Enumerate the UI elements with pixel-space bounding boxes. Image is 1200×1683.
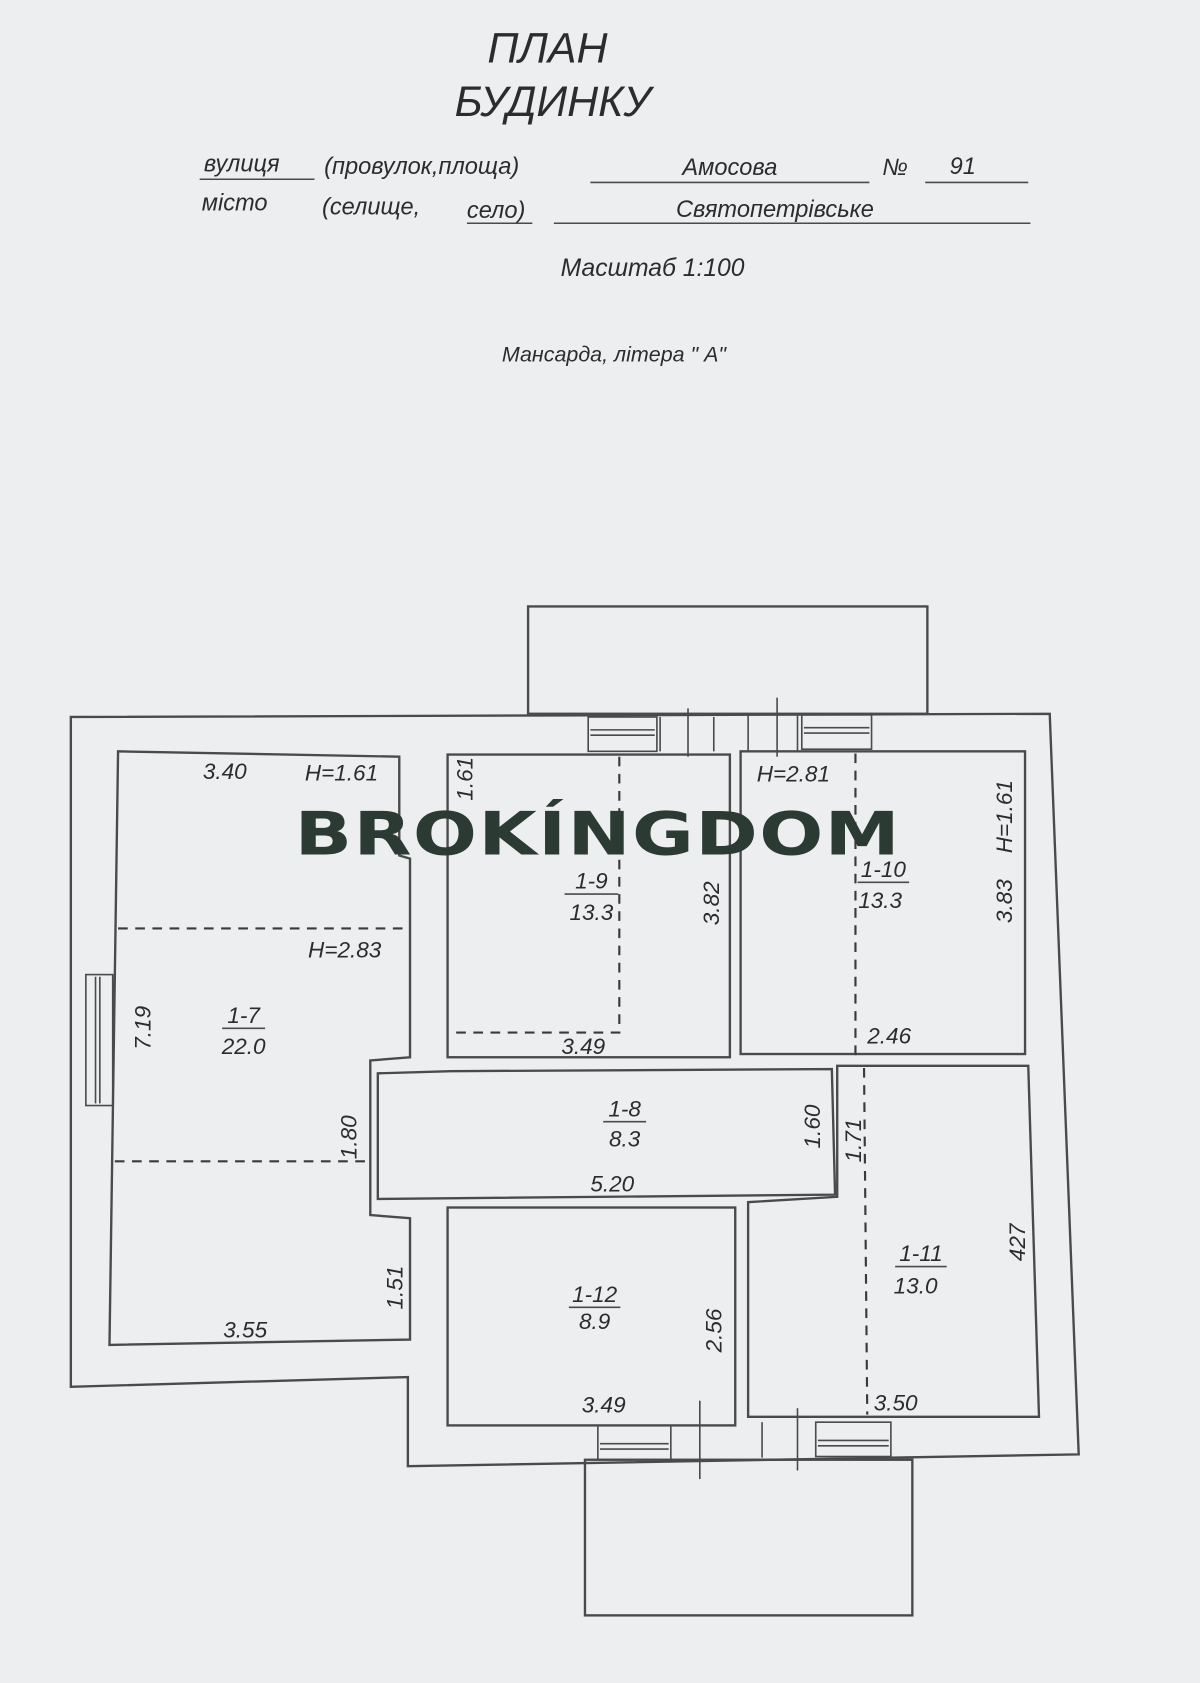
room-1-7 (108, 750, 412, 1347)
dim-label: 3.82 (699, 881, 724, 925)
room-id: 1-7 (227, 1003, 261, 1028)
dim-label: 1.61 (452, 757, 477, 801)
street-label-rest: (провулок,площа) (324, 154, 519, 180)
top-balcony (526, 605, 929, 715)
title-line1: ПЛАН (487, 24, 608, 72)
room-1-9 (446, 753, 732, 1059)
dim-label: H=2.81 (757, 761, 830, 786)
ceiling-line (450, 756, 621, 1034)
dim-label: 3.49 (561, 1034, 605, 1059)
dim-label: H=1.61 (992, 780, 1017, 853)
dim-label: 3.50 (874, 1390, 918, 1415)
dim-label: 3.55 (223, 1317, 267, 1342)
street-label: вулиця (204, 152, 280, 178)
scale-label: Масштаб 1:100 (561, 255, 745, 282)
room-area: 8.3 (609, 1126, 641, 1151)
top-windows (587, 697, 873, 757)
room-id: 1-11 (899, 1241, 942, 1266)
room-area: 13.0 (894, 1273, 938, 1298)
city-label: місто (202, 190, 268, 216)
room-1-8 (376, 1067, 837, 1201)
dim-label: H=1.61 (305, 760, 378, 785)
street-value: Амосова (680, 155, 777, 181)
dim-label: 5.20 (590, 1171, 634, 1196)
ceiling-line (862, 1067, 869, 1415)
room-id: 1-10 (861, 857, 907, 882)
dim-label: 3.40 (203, 759, 247, 784)
room-1-10 (739, 750, 1027, 1056)
city-value: Святопетрівське (676, 197, 874, 223)
room-id: 1-12 (572, 1282, 618, 1307)
city-label-rest: (селище, (322, 195, 420, 221)
dim-label: 1.60 (800, 1104, 825, 1148)
room-1-12 (446, 1206, 737, 1427)
room-1-11 (746, 1064, 1041, 1418)
bottom-balcony (583, 1458, 914, 1617)
title-line2: БУДИНКУ (455, 78, 655, 126)
room-area: 8.9 (579, 1309, 611, 1334)
dim-label: 1.71 (841, 1119, 866, 1163)
dim-label: H=2.83 (308, 937, 382, 962)
room-area: 13.3 (569, 900, 613, 925)
dim-label: 7.19 (130, 1005, 155, 1049)
outer-wall (69, 712, 1080, 1468)
dim-label: 2.56 (701, 1308, 726, 1353)
dim-label: 2.46 (866, 1023, 911, 1048)
watermark-logo: BROKÍNGDOM (295, 797, 901, 869)
number-label: № (882, 155, 908, 181)
floor-label: Мансарда, літера " А" (502, 343, 728, 367)
dim-label: 3.49 (582, 1393, 626, 1418)
room-id: 1-9 (575, 869, 608, 894)
dim-label: 427 (1005, 1222, 1030, 1261)
city-label-village: село) (467, 198, 525, 224)
room-area: 13.3 (858, 888, 902, 913)
dim-label: 3.83 (992, 879, 1017, 923)
number-value: 91 (950, 154, 976, 180)
dim-label: 1.51 (383, 1266, 408, 1310)
room-area: 22.0 (221, 1034, 266, 1059)
bottom-windows (597, 1400, 892, 1480)
left-window (85, 973, 114, 1107)
room-id: 1-8 (608, 1096, 641, 1121)
dim-label: 1.80 (336, 1115, 361, 1159)
